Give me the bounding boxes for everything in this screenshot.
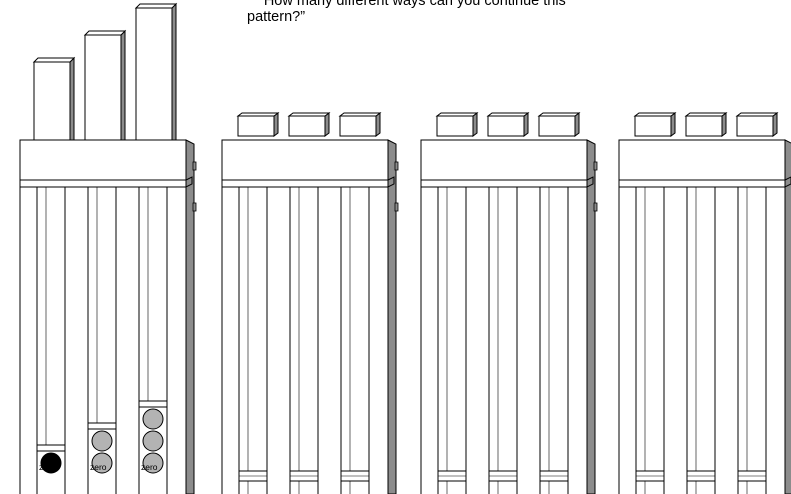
grey-bead <box>142 408 164 430</box>
column-side <box>120 29 126 141</box>
grey-bead <box>142 452 164 474</box>
rack-rail <box>420 179 588 188</box>
tube-channel <box>635 186 665 494</box>
rail-knob <box>784 176 791 188</box>
frame-shadow <box>185 139 195 494</box>
tube-channel <box>340 186 370 494</box>
column-medium <box>84 34 122 141</box>
tube-channel <box>539 186 569 494</box>
cap-side <box>670 112 676 137</box>
tube-cap <box>685 115 723 137</box>
tube-channel <box>488 186 518 494</box>
tube-cap <box>487 115 525 137</box>
tube-cap <box>436 115 474 137</box>
grey-bead <box>142 430 164 452</box>
side-peg <box>593 161 598 171</box>
side-peg <box>192 161 197 171</box>
column-top <box>134 3 178 9</box>
zero-label: zero <box>141 462 158 472</box>
rail-knob <box>387 176 395 188</box>
rail-knob <box>185 176 193 188</box>
column-top <box>83 30 127 36</box>
side-peg <box>394 161 399 171</box>
rack-2 <box>221 112 399 494</box>
tube-cap <box>339 115 377 137</box>
side-peg <box>593 202 598 212</box>
rack-rail <box>221 179 389 188</box>
cap-side <box>375 112 381 137</box>
column-short <box>33 61 71 141</box>
column-side <box>171 2 177 141</box>
rack-header <box>19 139 187 181</box>
rack-1: zero zero zero <box>19 2 197 494</box>
tube-channel <box>686 186 716 494</box>
frame-shadow <box>784 139 791 494</box>
side-peg <box>192 202 197 212</box>
cap-side <box>273 112 279 137</box>
rack-rail <box>618 179 786 188</box>
cap-side <box>523 112 529 137</box>
question-text: “How many different ways can you continu… <box>247 0 767 25</box>
zero-label: zero <box>90 462 107 472</box>
frame-shadow <box>387 139 397 494</box>
rack-header <box>221 139 389 181</box>
rack-4 <box>618 112 791 494</box>
tube-channel <box>737 186 767 494</box>
tube-cap <box>634 115 672 137</box>
tube-cap <box>736 115 774 137</box>
rack-header <box>618 139 786 181</box>
cap-side <box>772 112 778 137</box>
tube-channel <box>289 186 319 494</box>
question-line-2: pattern?” <box>247 9 306 25</box>
column-top <box>32 57 76 63</box>
tube-cap <box>288 115 326 137</box>
black-bead <box>40 452 62 474</box>
side-peg <box>394 202 399 212</box>
cap-side <box>574 112 580 137</box>
rack-3 <box>420 112 598 494</box>
tube-cap <box>237 115 275 137</box>
question-line-1: “How many different ways can you continu… <box>259 0 566 9</box>
rack-header <box>420 139 588 181</box>
tube-channel <box>437 186 467 494</box>
cap-side <box>472 112 478 137</box>
tube-channel <box>36 186 66 494</box>
frame-shadow <box>586 139 596 494</box>
grey-bead <box>91 452 113 474</box>
column-side <box>69 56 75 141</box>
zero-label: zero <box>39 462 56 472</box>
rail-knob <box>586 176 594 188</box>
tube-cap <box>538 115 576 137</box>
column-tall <box>135 7 173 141</box>
cap-side <box>721 112 727 137</box>
grey-bead <box>91 430 113 452</box>
rack-rail <box>19 179 187 188</box>
tube-channel <box>238 186 268 494</box>
cap-side <box>324 112 330 137</box>
